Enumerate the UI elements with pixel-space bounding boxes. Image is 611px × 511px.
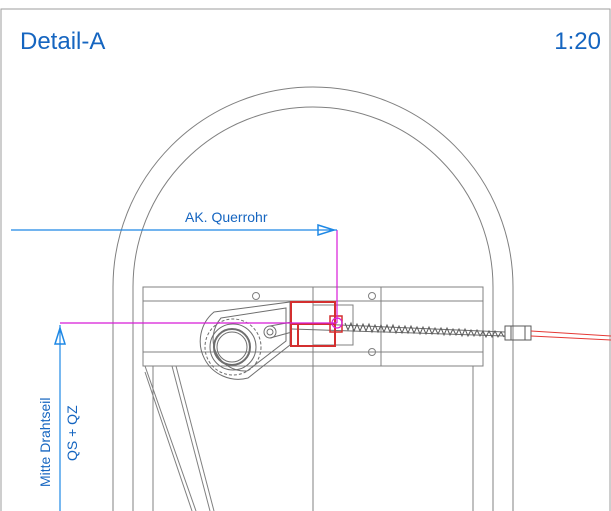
winch-assembly: [199, 301, 293, 380]
dimension-ak-querrohr: AK. Querrohr: [11, 209, 337, 237]
red-cable: [530, 330, 611, 337]
label-ak-querrohr: AK. Querrohr: [185, 209, 268, 225]
reference-lines: [60, 230, 343, 329]
drawing-title: Detail-A: [20, 28, 105, 55]
arch-inner: [132, 106, 494, 511]
bolt-hole: [368, 348, 376, 356]
wire-rope: [291, 321, 611, 341]
winch-lever: [199, 301, 291, 380]
label-qs-qz: QS + QZ: [64, 405, 80, 461]
diagonal-brace: [144, 365, 215, 511]
arch-outer: [112, 86, 514, 511]
dimension-mitte-drahtseil: Mitte Drahtseil QS + QZ: [37, 325, 80, 511]
rope-clamp: [290, 301, 343, 347]
tension-spring: [344, 321, 505, 339]
rope-center-marker: [331, 317, 343, 329]
bolt-hole: [252, 292, 260, 300]
arch-frame: [112, 86, 514, 511]
gear-wheel: [204, 318, 262, 376]
small-pulley: [263, 325, 277, 339]
bolt-hole: [368, 292, 376, 300]
rope-end-fitting: [504, 325, 532, 341]
arrow-right-icon: [317, 223, 337, 237]
drawing-scale: 1:20: [554, 28, 601, 55]
red-cable: [530, 335, 611, 341]
arrow-up-icon: [53, 325, 67, 345]
winch-drum: [213, 328, 251, 366]
label-mitte-drahtseil: Mitte Drahtseil: [37, 398, 53, 487]
sheet-border: [0, 8, 611, 511]
mounting-plate: [142, 286, 484, 511]
